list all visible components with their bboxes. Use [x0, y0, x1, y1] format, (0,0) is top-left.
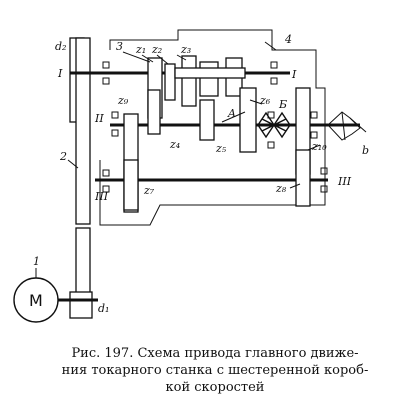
label-z9: z₉: [117, 94, 129, 107]
gearbox-housing: [99, 29, 326, 226]
gear-z5: [199, 99, 215, 141]
friction-clutch-B: [257, 111, 291, 139]
gear-z8: [295, 149, 311, 207]
label-2: 2: [59, 150, 67, 163]
label-shaft-III-left: III: [94, 190, 109, 203]
bearings: [102, 61, 328, 193]
caption-line-3: кой скоростей: [165, 380, 265, 395]
label-z4: z₄: [169, 138, 180, 151]
figure-caption: Рис. 197. Схема привода главного движе- …: [30, 345, 400, 396]
gear-z3: [181, 55, 197, 107]
gear-z2: [164, 63, 176, 101]
caption-line-2: ния токарного станка с шестеренной короб…: [61, 363, 369, 378]
label-shaft-I-left: I: [57, 67, 63, 80]
label-d2: d₂: [55, 40, 66, 53]
gear-z4: [147, 89, 161, 135]
lever-A: [221, 111, 246, 123]
spindle-chuck: [327, 111, 367, 141]
belt-strand-upper: [75, 37, 91, 225]
shaft-I-sleeve: [174, 67, 246, 79]
label-z2: z₂: [151, 43, 162, 56]
label-d1: d₁: [98, 302, 109, 315]
gear-block-middle: [199, 61, 219, 97]
label-shaft-II: II: [94, 112, 104, 125]
label-4: 4: [284, 33, 292, 46]
label-1: 1: [33, 255, 40, 268]
label-z10: z₁₀: [311, 140, 327, 153]
motor-label: M: [29, 291, 43, 310]
lower-pulley-d1: [69, 291, 93, 319]
gearbox-drive-diagram: d₂ d₁ I I II III III 1 2 3 4 z₁ z₂ z₃ z₄…: [13, 29, 369, 323]
label-A: A: [227, 107, 236, 120]
leader-lines: [35, 41, 321, 278]
label-3: 3: [116, 40, 123, 53]
label-z8: z₈: [275, 182, 287, 195]
label-B: Б: [278, 98, 287, 111]
label-z1: z₁: [135, 43, 146, 56]
caption-line-1: Рис. 197. Схема привода главного движе-: [71, 346, 359, 361]
gear-z6: [239, 87, 257, 153]
label-z5: z₅: [215, 142, 227, 155]
gear-z7: [123, 159, 139, 211]
label-z6: z₆: [259, 94, 271, 107]
label-b: b: [362, 144, 369, 157]
label-z3: z₃: [180, 43, 191, 56]
label-shaft-I-right: I: [291, 68, 297, 81]
label-z7: z₇: [143, 184, 155, 197]
label-shaft-III-right: III: [337, 175, 352, 188]
